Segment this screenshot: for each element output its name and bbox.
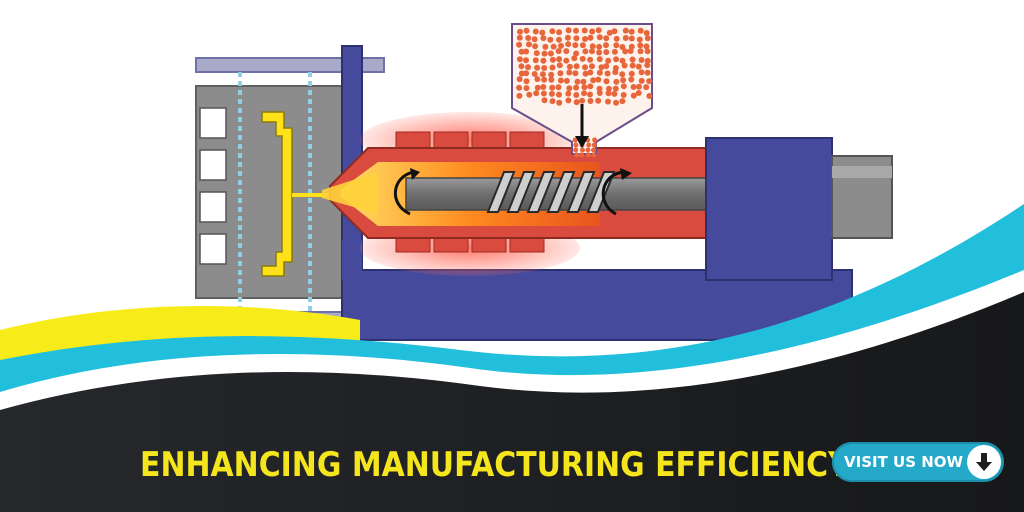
base-post-left (342, 240, 362, 280)
plastic-pellets (516, 27, 653, 158)
mold-slot-1 (199, 107, 227, 139)
drive-unit (705, 137, 833, 281)
rotation-arrow-left-icon (393, 170, 415, 216)
tie-bar-top (195, 57, 385, 73)
nozzle-tip (322, 172, 378, 214)
screw-flights (486, 171, 616, 213)
visit-us-label: VISIT US NOW (844, 453, 964, 471)
visit-us-button[interactable]: VISIT US NOW (832, 442, 1004, 482)
headline: ENHANCING MANUFACTURING EFFICIENCY (140, 445, 850, 485)
mold-cavity (261, 111, 293, 277)
mold-slot-2 (199, 149, 227, 181)
mold-slot-3 (199, 191, 227, 223)
mold-slot-4 (199, 233, 227, 265)
injection-unit (322, 23, 893, 341)
heater-bands-top (395, 131, 545, 151)
dark-footer (0, 292, 1024, 512)
rotation-arrow-right-icon (601, 170, 625, 216)
arrow-down-circle-icon (967, 445, 1001, 479)
